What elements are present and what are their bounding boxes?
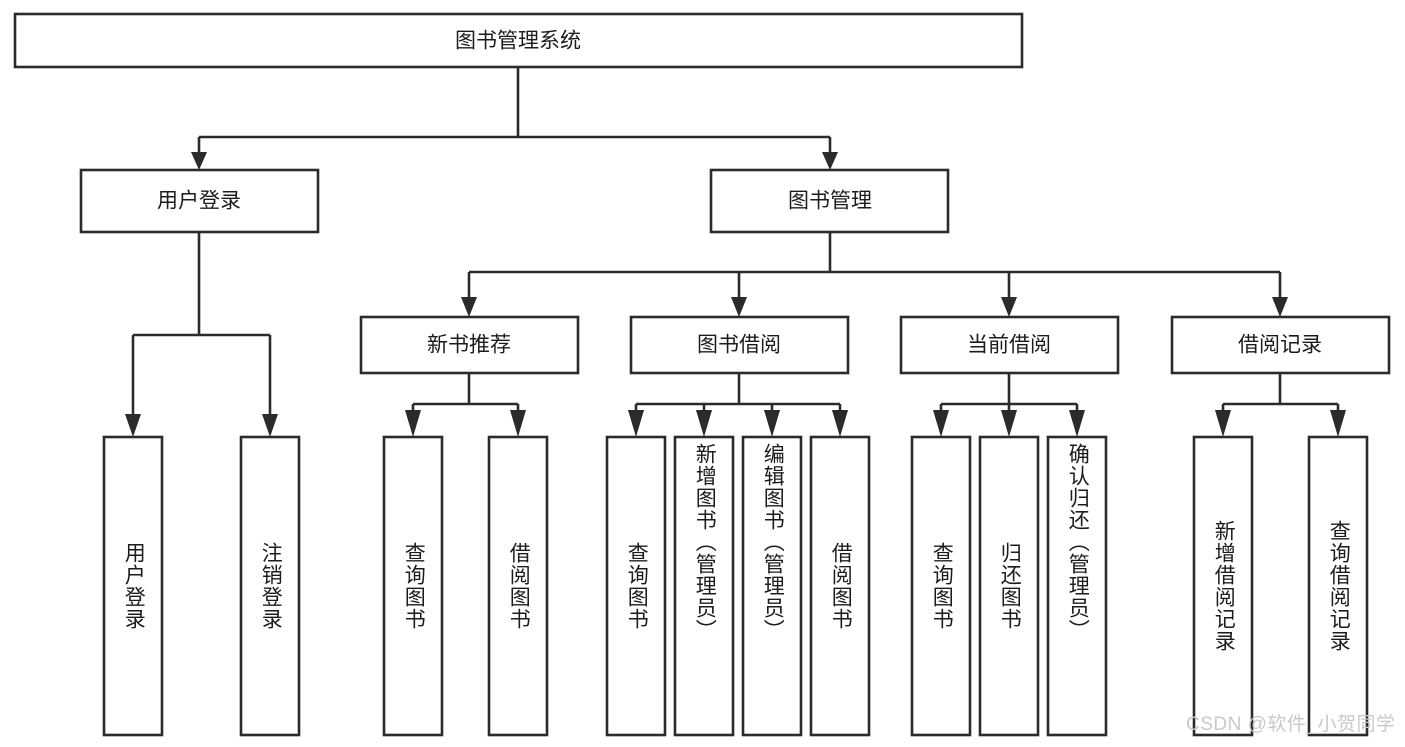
arrow-borrow-l4 [832,410,848,437]
arrow-bookmgmt-c4 [1272,297,1288,317]
node-layer: 图书管理系统 用户登录 图书管理 新书推荐 图书借阅 当前借阅 借阅记录 [13,12,1391,737]
arrow-bookmgmt-c1 [461,297,477,317]
node-borrow-record-box[interactable] [1170,315,1391,375]
arrow-recommend-l1 [405,410,421,437]
node-leaf-recommend-query-box[interactable] [382,435,444,737]
node-user-login-label: 用户登录 [157,190,241,213]
node-leaf-current-query-box[interactable] [910,435,972,737]
arrow-bookmgmt-c2 [731,297,747,317]
node-leaf-borrow-edit-box[interactable] [741,435,803,737]
node-book-borrow-box[interactable] [629,315,850,375]
node-leaf-borrow-lend-box[interactable] [809,435,871,737]
node-leaf-current-confirm-box[interactable] [1046,435,1108,737]
arrow-current-l2 [1001,410,1017,437]
node-current-borrow-box[interactable] [899,315,1120,375]
node-leaf-user-login-box[interactable] [102,435,164,737]
arrow-current-l3 [1069,410,1085,437]
connector-layer [125,67,1346,437]
node-book-borrow-label: 图书借阅 [697,334,781,357]
node-borrow-record-label: 借阅记录 [1238,334,1322,357]
node-leaf-current-return-box[interactable] [978,435,1040,737]
node-leaf-record-add-box[interactable] [1192,435,1254,737]
node-user-login-box[interactable] [79,168,320,234]
node-book-management-label: 图书管理 [788,190,872,213]
arrow-user-leaf1 [125,414,141,437]
arrow-user-leaf2 [262,414,278,437]
arrow-borrow-l2 [696,410,712,437]
arrow-record-l1 [1215,410,1231,437]
node-current-borrow-label: 当前借阅 [967,334,1051,357]
arrow-borrow-l1 [628,410,644,437]
arrow-bookmgmt-c3 [1001,297,1017,317]
csdn-watermark: CSDN @软件_小贺同学 [1186,714,1396,735]
node-root-label: 图书管理系统 [455,30,581,53]
node-leaf-borrow-add-box[interactable] [673,435,735,737]
arrow-recommend-l2 [510,410,526,437]
node-leaf-borrow-query-box[interactable] [605,435,667,737]
node-leaf-user-logout-box[interactable] [239,435,301,737]
node-leaf-recommend-borrow-box[interactable] [487,435,549,737]
arrow-current-l1 [933,410,949,437]
arrow-borrow-l3 [764,410,780,437]
node-leaf-record-query-box[interactable] [1307,435,1369,737]
arrow-root-to-bookmgmt [822,152,838,170]
arrow-root-to-user [191,152,207,170]
node-root-box[interactable] [13,12,1024,69]
node-new-book-recommend-label: 新书推荐 [427,334,511,357]
arrow-record-l2 [1330,410,1346,437]
node-book-management-box[interactable] [709,168,950,234]
node-new-book-recommend-box[interactable] [359,315,580,375]
